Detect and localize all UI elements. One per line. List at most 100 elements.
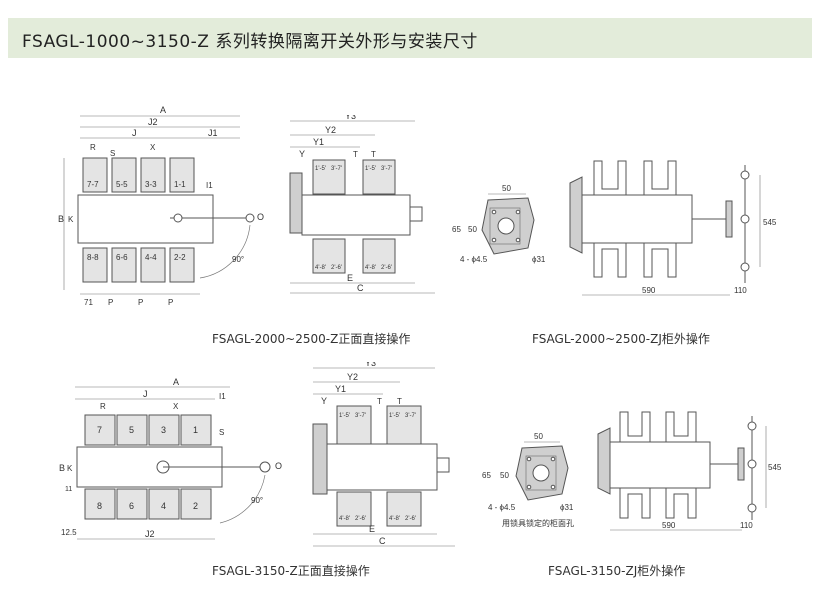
dim-50: 50 [534, 432, 543, 441]
drawing-front-view-2000-2500: A J2 J J1 R S X 7-7 5-5 3-3 1-1 B K I1 O… [58, 105, 264, 307]
label-angle: 90° [232, 255, 244, 264]
dim-Y3: Y3 [365, 362, 376, 368]
dim-B: B [59, 463, 65, 473]
caption-external-3150: FSAGL-3150-ZJ柜外操作 [548, 564, 686, 578]
side-terminal-label: 1'-5' [315, 166, 326, 172]
side-terminal-label: 1'-5' [365, 166, 376, 172]
dim-phi31: ϕ31 [532, 255, 546, 264]
dim-I1: I1 [219, 392, 226, 401]
terminal-number: 7 [97, 425, 102, 435]
dim-T: T [377, 397, 382, 406]
side-terminal-label: 3'-7' [381, 166, 392, 172]
terminal-number: 2 [193, 501, 198, 511]
dim-E: E [369, 524, 375, 534]
terminal-number: 3 [161, 425, 166, 435]
dim-P: P [138, 298, 143, 307]
dim-J1: J1 [208, 128, 218, 138]
page-title: FSAGL-1000~3150-Z 系列转换隔离开关外形与安装尺寸 [22, 32, 478, 52]
dim-E: E [347, 273, 353, 283]
dim-50: 50 [500, 471, 509, 480]
terminal-number: 8 [97, 501, 102, 511]
title-banner: FSAGL-1000~3150-Z 系列转换隔离开关外形与安装尺寸 [8, 18, 812, 58]
dim-A: A [160, 105, 166, 115]
caption-front-3150: FSAGL-3150-Z正面直接操作 [212, 564, 370, 578]
terminal-number: 5 [129, 425, 134, 435]
terminal-label: 5-5 [116, 180, 128, 189]
side-terminal-label: 4'-8' [389, 516, 400, 522]
drawing-front-view-3150: A J R X I1 7 5 3 1 S B K 11 O 90° 8 6 4 … [59, 377, 282, 540]
dim-phi31: ϕ31 [560, 503, 574, 512]
drawing-side-view-3150: Y3 Y2 Y1 Y T T 1'-5' 3'-7' 1'-5' 3'-7' 4… [312, 362, 455, 547]
terminal-label: 7-7 [87, 180, 99, 189]
dim-65: 65 [482, 471, 491, 480]
side-terminal-label: 3'-7' [355, 413, 366, 419]
dim-K: K [67, 464, 73, 473]
dim-545: 545 [768, 463, 782, 472]
dim-C: C [357, 283, 364, 293]
dim-Y: Y [321, 396, 327, 406]
dim-S: S [219, 428, 224, 437]
dim-C: C [379, 536, 386, 546]
drawing-panel-cutout-2000-2500: 50 65 50 4 - ϕ4.5 ϕ31 [452, 184, 546, 264]
terminal-number: 6 [129, 501, 134, 511]
dim-Y1: Y1 [335, 384, 346, 394]
dim-Y3: Y3 [345, 115, 356, 121]
side-terminal-label: 1'-5' [389, 413, 400, 419]
terminal-label: 6-6 [116, 253, 128, 262]
dim-Y2: Y2 [347, 372, 358, 382]
dim-65: 65 [452, 225, 461, 234]
terminal-number: 4 [161, 501, 166, 511]
dim-X: X [173, 402, 179, 411]
terminal-label: 3-3 [145, 180, 157, 189]
caption-front-2000-2500: FSAGL-2000~2500-Z正面直接操作 [212, 332, 411, 346]
label-O: O [275, 461, 282, 471]
side-terminal-label: 4'-8' [315, 265, 326, 271]
dim-J2: J2 [145, 529, 155, 539]
dim-50: 50 [502, 184, 511, 193]
dim-P: P [168, 298, 173, 307]
dim-110: 110 [740, 521, 753, 530]
side-terminal-label: 4'-8' [365, 265, 376, 271]
terminal-label: 2-2 [174, 253, 186, 262]
side-terminal-label: 3'-7' [405, 413, 416, 419]
dim-11: 11 [65, 486, 72, 493]
side-terminal-label: 3'-7' [331, 166, 342, 172]
dim-X: X [150, 143, 156, 152]
dim-J: J [143, 389, 148, 399]
dim-590: 590 [662, 521, 676, 530]
hole-label: 4 - ϕ4.5 [488, 503, 516, 512]
dim-K: K [68, 215, 74, 224]
caption-external-2000-2500: FSAGL-2000~2500-ZJ柜外操作 [532, 332, 710, 346]
drawing-external-op-3150: 545 590 110 [597, 411, 782, 531]
side-terminal-label: 4'-8' [339, 516, 350, 522]
dim-T: T [371, 150, 376, 159]
drawing-panel-cutout-3150: 50 65 50 4 - ϕ4.5 ϕ31 用锁具锁定的柜面孔 [482, 432, 574, 528]
dim-590: 590 [642, 286, 656, 295]
dim-B: B [58, 214, 64, 224]
side-terminal-label: 2'-6' [381, 265, 392, 271]
label-O: O [257, 212, 264, 222]
dim-Y1: Y1 [313, 137, 324, 147]
dim-R: R [90, 143, 96, 152]
side-terminal-label: 2'-6' [331, 265, 342, 271]
drawing-side-view-2000-2500: Y3 Y2 Y1 Y T T 1'-5' 3'-7' 1'-5' 3'-7' 4… [289, 115, 435, 294]
dim-P: P [108, 298, 113, 307]
dim-J: J [132, 128, 137, 138]
terminal-label: 4-4 [145, 253, 157, 262]
dim-545: 545 [763, 218, 777, 227]
side-terminal-label: 2'-6' [405, 516, 416, 522]
dim-12.5: 12.5 [61, 528, 77, 537]
dim-Y: Y [299, 149, 305, 159]
dim-J2: J2 [148, 117, 158, 127]
lock-note: 用锁具锁定的柜面孔 [502, 518, 574, 528]
dim-Y2: Y2 [325, 125, 336, 135]
terminal-label: 1-1 [174, 180, 186, 189]
dim-50: 50 [468, 225, 477, 234]
side-terminal-label: 1'-5' [339, 413, 350, 419]
dim-S: S [110, 149, 115, 158]
hole-label: 4 - ϕ4.5 [460, 255, 488, 264]
dim-R: R [100, 402, 106, 411]
dim-A: A [173, 377, 179, 387]
dim-T: T [353, 150, 358, 159]
label-angle: 90° [251, 496, 263, 505]
